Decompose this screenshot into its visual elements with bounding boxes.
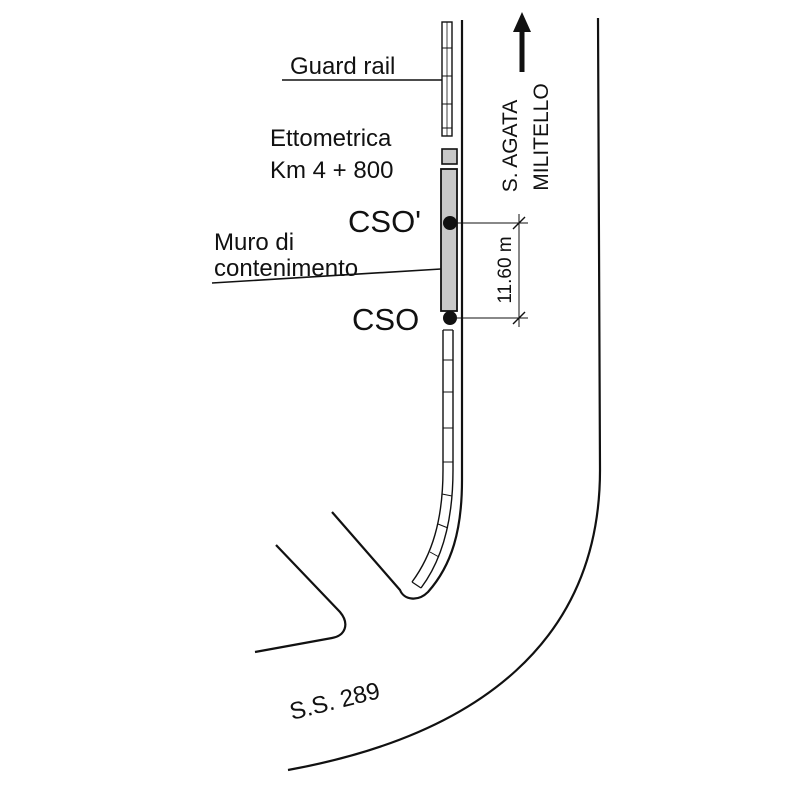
cso-label: CSO <box>352 302 419 337</box>
retaining-wall <box>440 168 458 312</box>
cso-prime-label: CSO' <box>348 204 421 239</box>
ettometrica-label-line2: Km 4 + 800 <box>270 157 393 184</box>
direction-label-line2: MILITELLO <box>530 83 553 190</box>
guard-rail-label: Guard rail <box>290 53 395 80</box>
road-label: S.S. 289 <box>287 677 383 725</box>
muro-label-line1: Muro di <box>214 229 294 256</box>
distance-label: 11.60 m <box>495 236 516 303</box>
side-road-edge <box>254 544 347 654</box>
direction-label-line1: S. AGATA <box>499 100 522 193</box>
distance-dimension <box>450 214 528 327</box>
guard-rail-upper <box>441 21 453 137</box>
road-edge-left <box>331 20 464 600</box>
arrow-up-icon <box>513 12 531 72</box>
muro-leader <box>211 268 442 284</box>
muro-label-line2: contenimento <box>214 255 358 282</box>
road-edge-right <box>287 17 602 772</box>
guard-rail-lower <box>411 329 454 589</box>
ettometrica-label-line1: Ettometrica <box>270 125 392 152</box>
ettometrica-marker <box>441 148 458 165</box>
